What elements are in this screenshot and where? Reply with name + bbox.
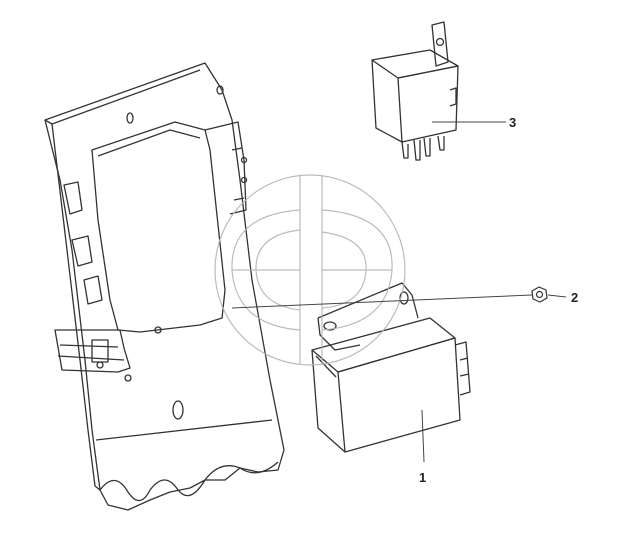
callout-number-3: 3 <box>509 115 516 130</box>
leader-line-part-1 <box>421 409 425 463</box>
part-3-relay <box>371 21 459 161</box>
part-2-nut <box>531 286 548 303</box>
watermark-logo <box>214 174 406 366</box>
callout-number-1: 1 <box>419 470 426 485</box>
part-1-control-module <box>311 282 471 453</box>
leader-line-part-2-end <box>547 294 567 298</box>
leader-lines <box>231 121 567 463</box>
callout-number-2: 2 <box>571 290 578 305</box>
leader-line-part-2 <box>231 294 533 309</box>
mounting-bracket-plate <box>44 62 285 511</box>
